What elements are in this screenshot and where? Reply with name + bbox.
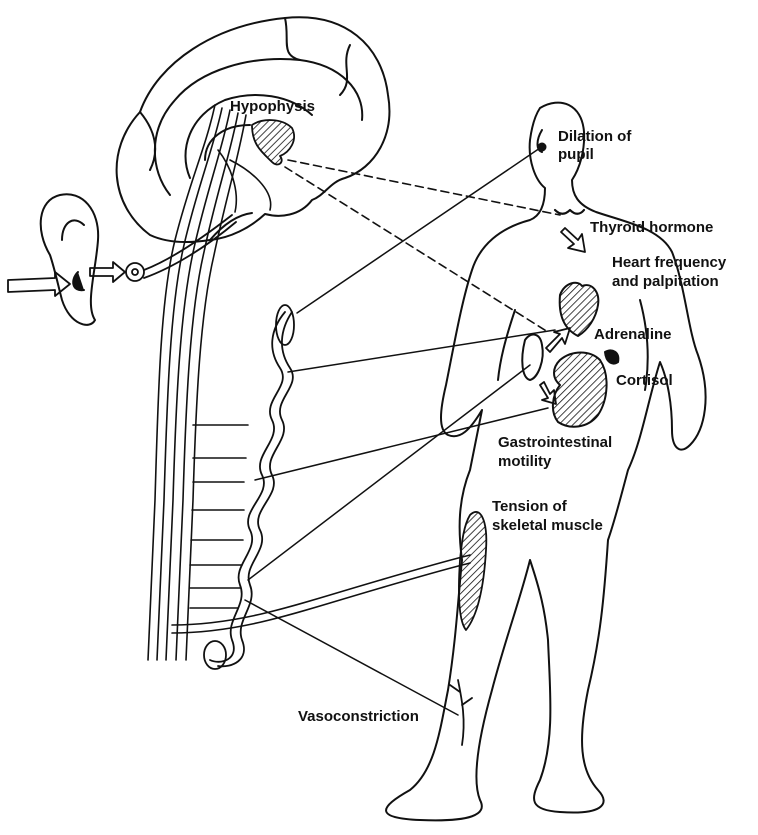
gi-label-line2: motility xyxy=(498,453,551,471)
hearing-pathway xyxy=(8,215,236,296)
thyroid-gland xyxy=(555,210,584,214)
hormone-dashed-lines xyxy=(285,160,560,332)
vasoconstriction-label: Vasoconstriction xyxy=(298,708,419,726)
pupil-dot xyxy=(539,144,546,151)
sympathetic-chain xyxy=(204,305,294,669)
spinal-cord xyxy=(148,105,246,660)
heart-label-line2: and palpitation xyxy=(612,273,719,291)
dilation-label-line1: Dilation of xyxy=(558,128,631,146)
adrenal-gland xyxy=(605,350,618,363)
adrenaline-label: Adrenaline xyxy=(594,326,672,344)
stomach-organ xyxy=(553,353,607,427)
thyroid-label: Thyroid hormone xyxy=(590,219,713,237)
tension-label-line1: Tension of xyxy=(492,498,567,516)
cortisol-label: Cortisol xyxy=(616,372,673,390)
thigh-muscle xyxy=(459,512,486,630)
ear-outline xyxy=(41,194,98,325)
hypophysis-label: Hypophysis xyxy=(230,98,315,116)
kidney-organ xyxy=(522,335,542,380)
hypophysis-gland xyxy=(252,120,294,164)
tension-label-line2: skeletal muscle xyxy=(492,517,603,535)
lower-nerve xyxy=(172,555,470,633)
heart-label-line1: Heart frequency xyxy=(612,254,726,272)
dilation-label-line2: pupil xyxy=(558,146,594,164)
gi-label-line1: Gastrointestinal xyxy=(498,434,612,452)
heart-organ xyxy=(560,283,599,336)
